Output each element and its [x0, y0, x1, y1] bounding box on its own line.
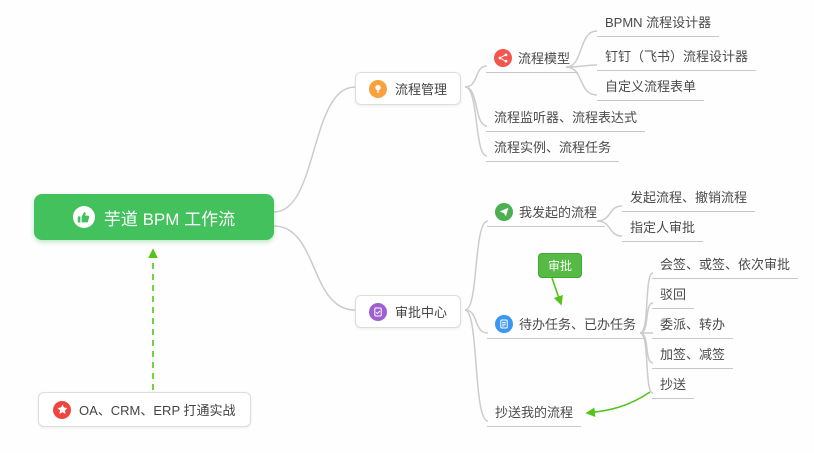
node-initiate-cancel[interactable]: 发起流程、撤销流程 — [622, 184, 756, 212]
thumbs-up-icon — [72, 206, 95, 228]
node-process-management[interactable]: 流程管理 — [355, 72, 462, 105]
cc-my-label: 抄送我的流程 — [495, 405, 574, 420]
node-reject[interactable]: 驳回 — [652, 281, 695, 309]
process-management-label: 流程管理 — [395, 82, 448, 97]
listener-label: 流程监听器、流程表达式 — [494, 110, 638, 125]
bpmn-label: BPMN 流程设计器 — [605, 15, 712, 30]
node-cc[interactable]: 抄送 — [652, 371, 695, 399]
node-delegate-transfer[interactable]: 委派、转办 — [652, 311, 734, 339]
node-todo-done[interactable]: 待办任务、已办任务 — [487, 311, 645, 339]
practice-label: OA、CRM、ERP 打通实战 — [79, 403, 236, 418]
node-bpmn-designer[interactable]: BPMN 流程设计器 — [597, 9, 720, 37]
root-label: 芋道 BPM 工作流 — [103, 209, 236, 229]
node-practice[interactable]: OA、CRM、ERP 打通实战 — [38, 392, 251, 427]
dingtalk-label: 钉钉（飞书）流程设计器 — [605, 49, 749, 64]
node-process-model[interactable]: 流程模型 — [486, 45, 579, 73]
cc-flow-arrow — [585, 391, 651, 418]
approval-flow-arrow — [551, 277, 563, 306]
checklist-icon — [495, 314, 513, 333]
initiate-cancel-label: 发起流程、撤销流程 — [630, 190, 748, 205]
process-model-label: 流程模型 — [518, 51, 571, 66]
node-approval-center[interactable]: 审批中心 — [355, 295, 462, 328]
node-listener-expression[interactable]: 流程监听器、流程表达式 — [486, 104, 646, 132]
node-cc-my-process[interactable]: 抄送我的流程 — [487, 399, 582, 427]
bulb-icon — [369, 79, 387, 98]
node-custom-form[interactable]: 自定义流程表单 — [597, 73, 705, 101]
approval-badge: 审批 — [538, 253, 583, 278]
send-icon — [495, 202, 513, 221]
assignee-label: 指定人审批 — [630, 220, 696, 235]
star-icon — [53, 400, 71, 419]
node-countersign[interactable]: 会签、或签、依次审批 — [652, 251, 799, 279]
approval-center-label: 审批中心 — [395, 305, 448, 320]
document-icon — [369, 302, 387, 321]
approval-badge-label: 审批 — [548, 259, 573, 273]
node-my-initiated[interactable]: 我发起的流程 — [487, 199, 606, 227]
todo-done-label: 待办任务、已办任务 — [519, 317, 637, 332]
node-assignee-approval[interactable]: 指定人审批 — [622, 214, 704, 242]
node-root[interactable]: 芋道 BPM 工作流 — [34, 194, 274, 240]
delegate-label: 委派、转办 — [660, 317, 726, 332]
add-reduce-sign-label: 加签、减签 — [660, 347, 726, 362]
node-instance-task[interactable]: 流程实例、流程任务 — [486, 134, 620, 162]
custom-form-label: 自定义流程表单 — [605, 79, 697, 94]
cc-label: 抄送 — [660, 377, 687, 392]
reject-label: 驳回 — [660, 287, 687, 302]
node-add-reduce-sign[interactable]: 加签、减签 — [652, 341, 734, 369]
share-icon — [494, 48, 512, 67]
instance-label: 流程实例、流程任务 — [494, 140, 612, 155]
countersign-label: 会签、或签、依次审批 — [660, 257, 791, 272]
my-initiated-label: 我发起的流程 — [519, 205, 598, 220]
node-dingtalk-designer[interactable]: 钉钉（飞书）流程设计器 — [597, 43, 757, 71]
